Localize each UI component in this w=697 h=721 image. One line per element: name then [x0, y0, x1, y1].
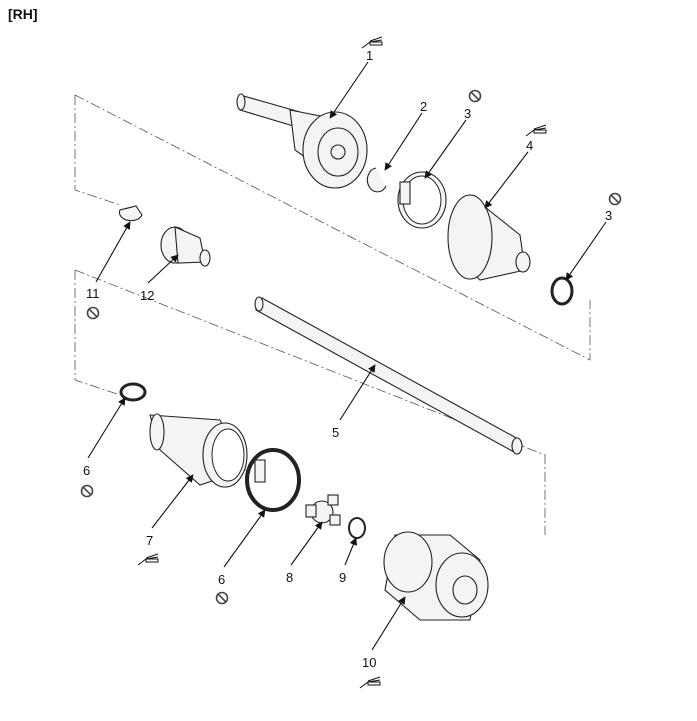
grease-icon: [525, 124, 547, 137]
callout-7: 7: [146, 533, 153, 548]
callout-6b: 6: [218, 572, 225, 587]
shaft: [254, 296, 523, 455]
grease-icon: [137, 553, 159, 566]
callout-12: 12: [140, 288, 154, 303]
snap-ring: [348, 517, 366, 539]
circlip: [366, 167, 387, 193]
diagram-title: [RH]: [8, 6, 38, 22]
callout-5: 5: [332, 425, 339, 440]
alignment-line-upper: [74, 94, 591, 361]
callout-1: 1: [366, 48, 373, 63]
inner-boot: [149, 413, 248, 488]
leader-arrows: [87, 61, 607, 651]
callout-3b: 3: [605, 208, 612, 223]
no-reuse-icon: [608, 192, 622, 206]
outer-joint-assembly: [236, 93, 368, 189]
grease-icon: [359, 676, 381, 689]
callout-11: 11: [86, 286, 100, 301]
dynamic-damper: [160, 226, 211, 267]
no-reuse-icon: [80, 484, 94, 498]
callout-6: 6: [83, 463, 90, 478]
callout-2: 2: [420, 99, 427, 114]
boot-band-inner-2: [245, 448, 301, 512]
boot-band-outer-2: [550, 276, 574, 306]
damper-band: [118, 205, 143, 222]
callout-9: 9: [339, 570, 346, 585]
callout-8: 8: [286, 570, 293, 585]
no-reuse-icon: [215, 591, 229, 605]
no-reuse-icon: [86, 306, 100, 320]
callout-3: 3: [464, 106, 471, 121]
no-reuse-icon: [468, 89, 482, 103]
alignment-line-lower: [74, 269, 546, 535]
boot-band-outer-1: [397, 171, 447, 229]
outer-boot: [447, 194, 531, 281]
spider-assembly: [305, 494, 341, 526]
inner-joint-housing: [383, 531, 489, 621]
callout-4: 4: [526, 138, 533, 153]
callout-10: 10: [362, 655, 376, 670]
boot-band-inner-1: [119, 382, 147, 402]
grease-icon: [361, 36, 383, 49]
